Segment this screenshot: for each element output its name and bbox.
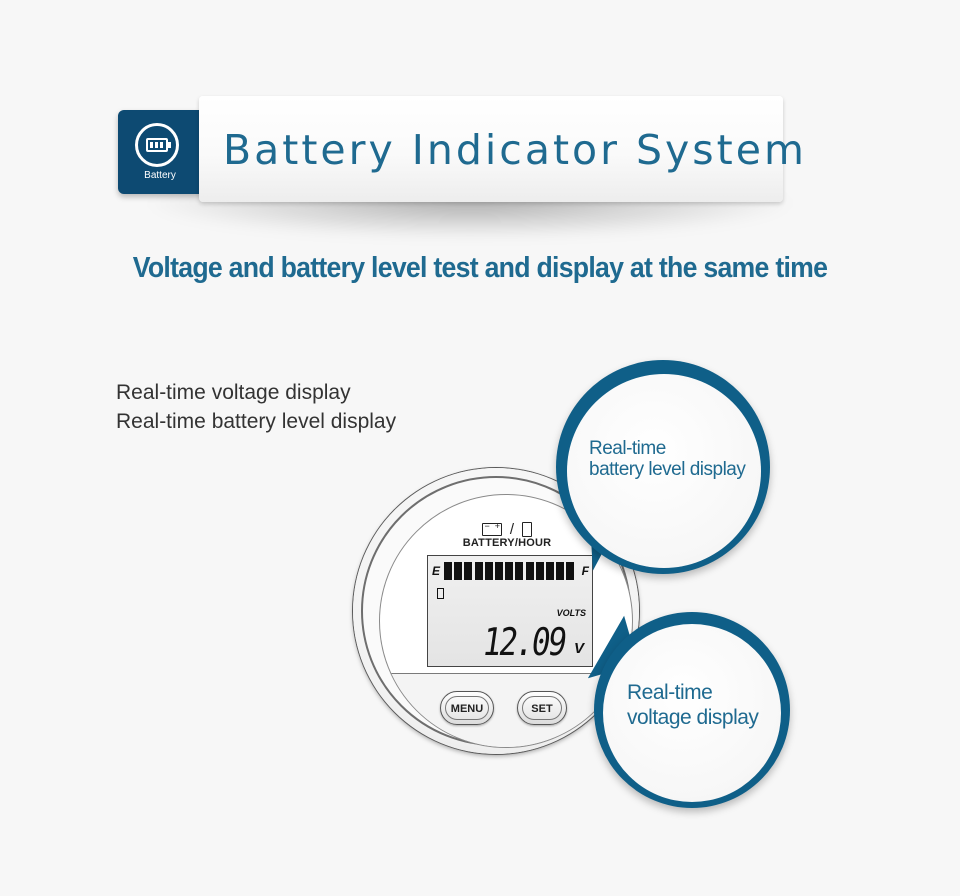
callout-text: Real-time battery level display — [589, 438, 746, 480]
battery-level-segment — [556, 562, 565, 580]
menu-button[interactable]: MENU — [440, 691, 494, 725]
battery-level-segment — [515, 562, 524, 580]
callout-line: battery level display — [589, 459, 746, 480]
gauge-button-panel — [380, 673, 632, 747]
lcd-display: E F VOLTS 12.09 V — [427, 555, 593, 667]
battery-level-segment — [474, 562, 483, 580]
voltage-reading: 12.09 — [479, 620, 568, 664]
gauge-header-icons: / — [380, 521, 632, 539]
badge-label: Battery — [144, 170, 176, 181]
full-label: F — [581, 564, 589, 578]
page-title: Battery Indicator System — [223, 126, 807, 174]
callout-voltage: Real-time voltage display — [574, 612, 790, 808]
feature-list: Real-time voltage display Real-time batt… — [116, 378, 396, 436]
badge-ring — [135, 123, 179, 167]
callout-line: Real-time — [627, 681, 713, 704]
voltage-unit: V — [573, 640, 584, 657]
slash-divider: / — [509, 521, 515, 539]
gauge-header-title: BATTERY/HOUR — [462, 537, 552, 549]
battery-icon — [482, 521, 503, 537]
subtitle: Voltage and battery level test and displ… — [132, 252, 828, 284]
battery-level-segment — [566, 562, 575, 580]
battery-level-segment — [546, 562, 554, 580]
feature-item: Real-time voltage display — [116, 381, 351, 404]
set-button-label: SET — [522, 696, 562, 720]
menu-button-label: MENU — [445, 696, 489, 720]
callout-line: voltage display — [627, 706, 759, 729]
battery-level-segment — [535, 562, 544, 580]
callout-battery-level: Real-time battery level display — [556, 360, 770, 574]
feature-item: Real-time battery level display — [116, 410, 397, 433]
battery-level-segment — [505, 562, 514, 580]
empty-label: E — [432, 564, 441, 578]
title-banner: Battery Indicator System — [199, 96, 804, 202]
hourglass-icon — [521, 522, 532, 538]
battery-badge: Battery — [118, 110, 202, 194]
volts-label: VOLTS — [556, 608, 586, 618]
callout-face — [567, 374, 761, 568]
callout-line: Real-time — [589, 438, 666, 459]
battery-level-segment — [495, 562, 503, 580]
callout-face — [603, 624, 781, 802]
battery-level-segment — [464, 562, 473, 580]
battery-level-segment — [444, 562, 452, 580]
battery-icon — [146, 138, 171, 152]
battery-level-segment — [525, 562, 534, 580]
battery-level-segment — [454, 562, 463, 580]
battery-level-segment — [484, 562, 493, 580]
callout-text: Real-time voltage display — [627, 680, 759, 730]
battery-icon — [437, 588, 444, 599]
set-button[interactable]: SET — [517, 691, 567, 725]
